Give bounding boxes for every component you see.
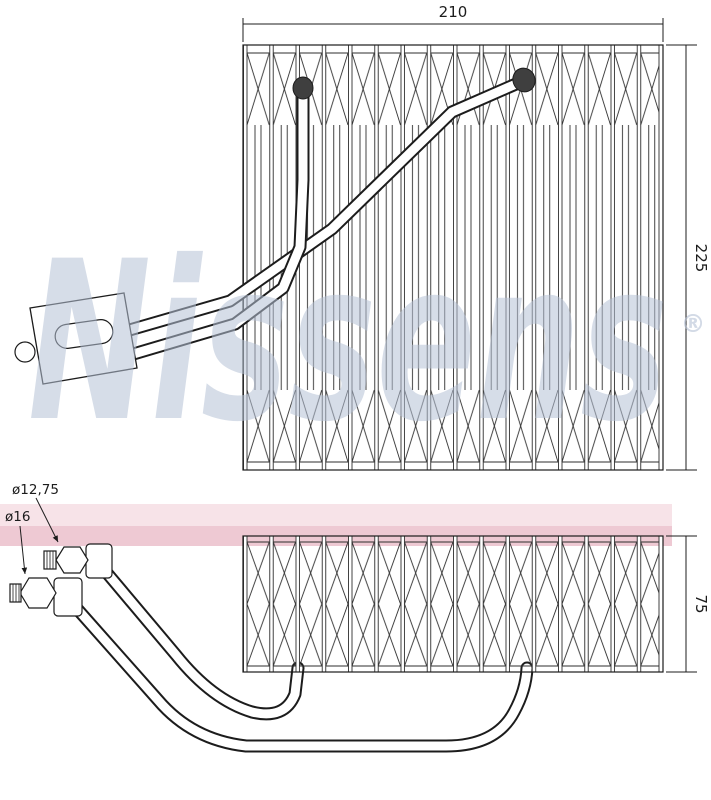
fitting-small-body (85, 543, 113, 579)
leader-line-large (19, 525, 28, 575)
dimension-right-height (666, 44, 697, 471)
fitting-large-hex-nut (19, 577, 57, 609)
flange-slot (54, 319, 114, 349)
fitting-large (9, 577, 83, 617)
pipe-diameter-small-label: ø12,75 (12, 482, 59, 498)
watermark-text: Nissens (28, 214, 668, 470)
flange-plate (29, 292, 138, 385)
dimension-top-width (242, 18, 664, 42)
tube-end-right (512, 67, 536, 93)
pipe-loop-lower (57, 587, 534, 753)
leader-line-small (35, 497, 59, 543)
dim-width-label: 210 (439, 3, 468, 21)
tube-end-left (292, 76, 314, 100)
inlet-tube (123, 89, 310, 362)
fitting-large-body (53, 577, 83, 617)
dim-depth-label: 75 (692, 594, 710, 613)
registered-trademark-icon: ® (681, 309, 706, 338)
dimension-bottom-depth (666, 535, 697, 673)
pipe-loop-upper (89, 553, 305, 721)
flange-nub (14, 341, 36, 363)
pipe-diameter-large-label: ø16 (5, 509, 30, 525)
dim-height-label: 225 (692, 244, 710, 273)
outlet-tube (119, 77, 523, 338)
fitting-small (43, 543, 113, 579)
fitting-large-thread-stub (9, 583, 22, 603)
pink-stripe-light (0, 504, 672, 526)
fitting-small-hex-nut (55, 546, 89, 574)
bottom-core (242, 535, 664, 673)
mounting-flange (14, 292, 138, 385)
